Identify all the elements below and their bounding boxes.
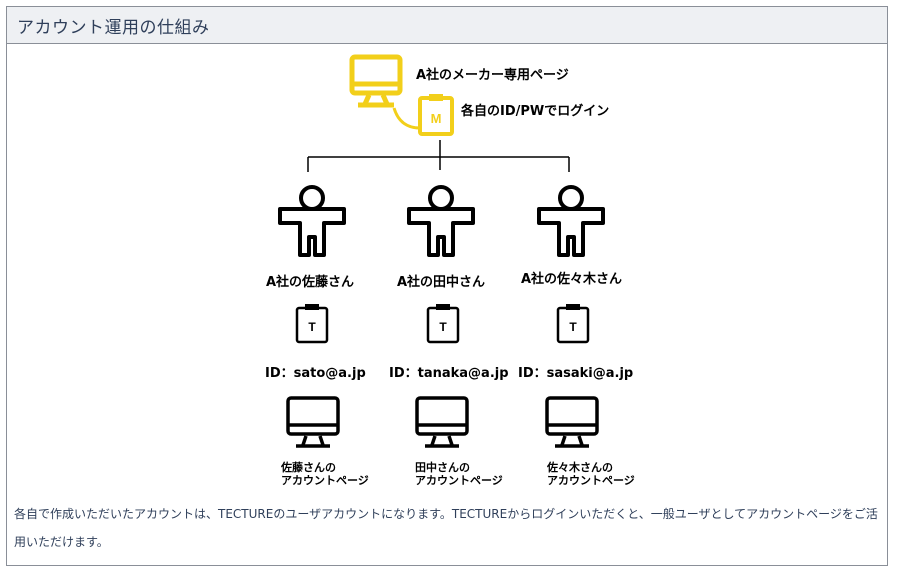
maker-page-label: A社のメーカー専用ページ (416, 68, 569, 83)
user-badge-icon: T (295, 304, 329, 344)
maker-badge-icon: M (418, 94, 454, 136)
person-icon (278, 185, 346, 257)
user-name: A社の佐藤さん (266, 275, 355, 290)
login-label: 各自のID/PWでログイン (461, 104, 610, 119)
login-connector (392, 107, 421, 130)
user-name: A社の佐々木さん (521, 272, 623, 287)
person-icon (537, 185, 605, 257)
maker-monitor-icon (349, 54, 403, 108)
user-badge-icon: T (556, 304, 590, 344)
account-diagram: M T T T (278, 54, 605, 448)
user-id: ID：sato@a.jp (265, 366, 366, 381)
maker-badge-letter: M (431, 111, 442, 126)
user-id: ID：sasaki@a.jp (518, 366, 634, 381)
user-id: ID：tanaka@a.jp (389, 366, 509, 381)
caption-text: 各自で作成いただいたアカウントは、TECTUREのユーザアカウントになります。T… (14, 507, 878, 549)
account-page-label: 佐々木さんの アカウントページ (547, 461, 635, 487)
monitor-icon (415, 396, 469, 448)
section-header: アカウント運用の仕組み (7, 7, 887, 44)
monitor-icon (545, 396, 599, 448)
tree-lines (307, 140, 570, 172)
person-icon (407, 185, 475, 257)
section-title: アカウント運用の仕組み (17, 17, 210, 38)
monitor-icon (286, 396, 340, 448)
account-page-label: 佐藤さんの アカウントページ (281, 461, 369, 487)
user-badge-icon: T (426, 304, 460, 344)
account-page-label: 田中さんの アカウントページ (415, 461, 503, 487)
user-badge-letter: T (308, 320, 316, 334)
user-badge-letter: T (439, 320, 447, 334)
user-name: A社の田中さん (397, 275, 486, 290)
user-badge-letter: T (569, 320, 577, 334)
